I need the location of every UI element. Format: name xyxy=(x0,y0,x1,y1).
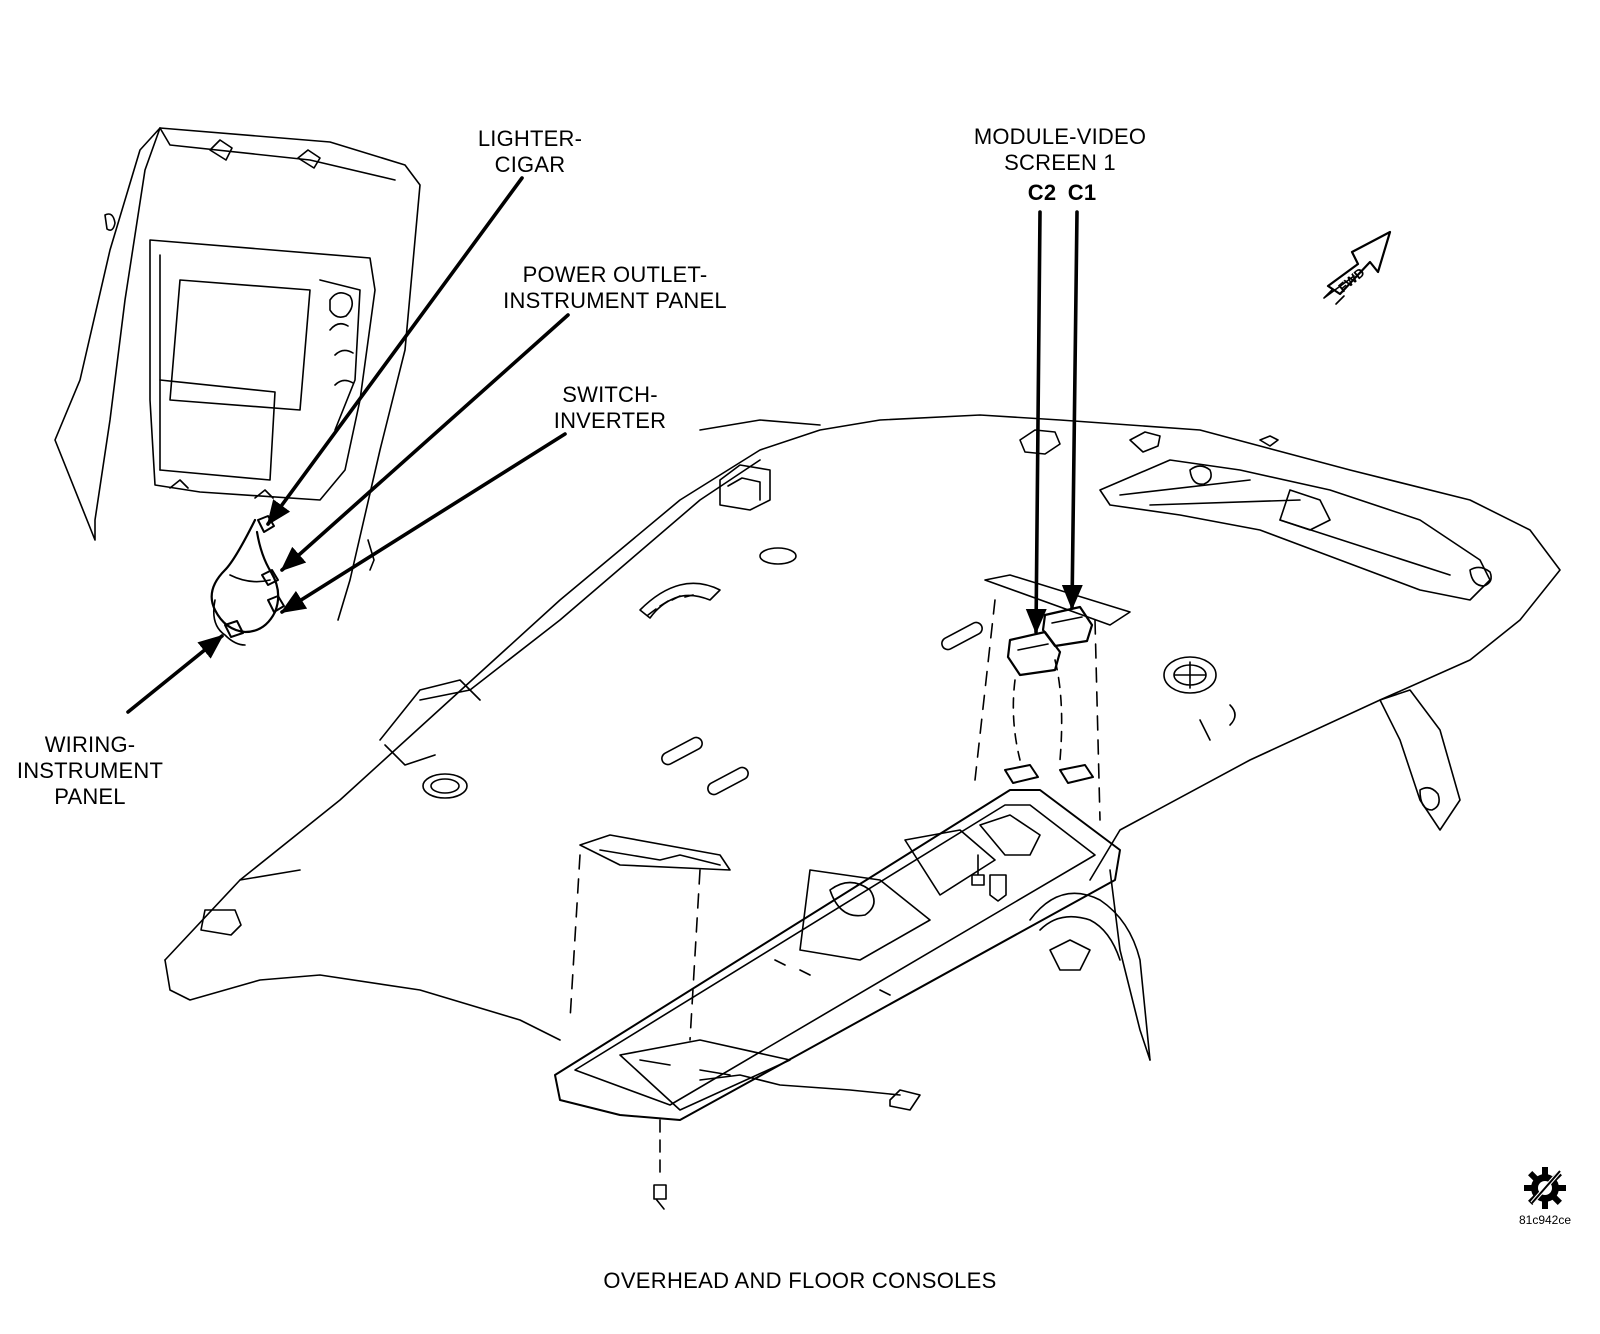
callout-module-video-screen: MODULE-VIDEO SCREEN 1 xyxy=(960,124,1160,176)
overhead-console-drawing xyxy=(554,789,1121,1210)
leader-c2 xyxy=(1025,210,1047,635)
video-screen-module-drawing xyxy=(974,574,1131,821)
leader-c1 xyxy=(1061,210,1083,611)
callout-line: PANEL xyxy=(54,784,126,809)
figure-id: 81c942ce xyxy=(1518,1213,1572,1227)
callout-line: LIGHTER- xyxy=(477,126,583,151)
callout-line: WIRING- xyxy=(44,732,136,757)
connector-c2-label: C2 xyxy=(1027,180,1057,205)
leader-lighter-cigar xyxy=(266,176,524,526)
callout-line: INSTRUMENT PANEL xyxy=(503,288,727,313)
callout-power-outlet: POWER OUTLET- INSTRUMENT PANEL xyxy=(480,262,750,314)
callout-line: MODULE-VIDEO xyxy=(973,124,1147,149)
callout-line: CIGAR xyxy=(494,152,566,177)
callout-lighter-cigar: LIGHTER- CIGAR xyxy=(470,126,590,178)
callout-line: INSTRUMENT xyxy=(16,758,164,783)
callout-wiring-instrument-panel: WIRING- INSTRUMENT PANEL xyxy=(10,732,170,810)
leader-switch-inverter xyxy=(280,432,567,614)
callout-line: INVERTER xyxy=(553,408,667,433)
callout-leaders xyxy=(126,176,1083,714)
gear-slash-icon xyxy=(1524,1167,1566,1209)
connector-c1-label: C1 xyxy=(1067,180,1097,205)
callout-line: SWITCH- xyxy=(562,382,658,407)
callout-switch-inverter: SWITCH- INVERTER xyxy=(545,382,675,434)
forward-arrow-icon: FWD xyxy=(1323,230,1392,305)
callout-line: SCREEN 1 xyxy=(1004,150,1116,175)
figure-title: OVERHEAD AND FLOOR CONSOLES xyxy=(603,1268,997,1293)
leader-power-outlet xyxy=(280,313,570,572)
leader-wiring xyxy=(126,634,224,714)
headliner-drawing xyxy=(164,414,1561,1111)
floor-console-drawing xyxy=(54,127,421,646)
callout-line: POWER OUTLET- xyxy=(522,262,708,287)
